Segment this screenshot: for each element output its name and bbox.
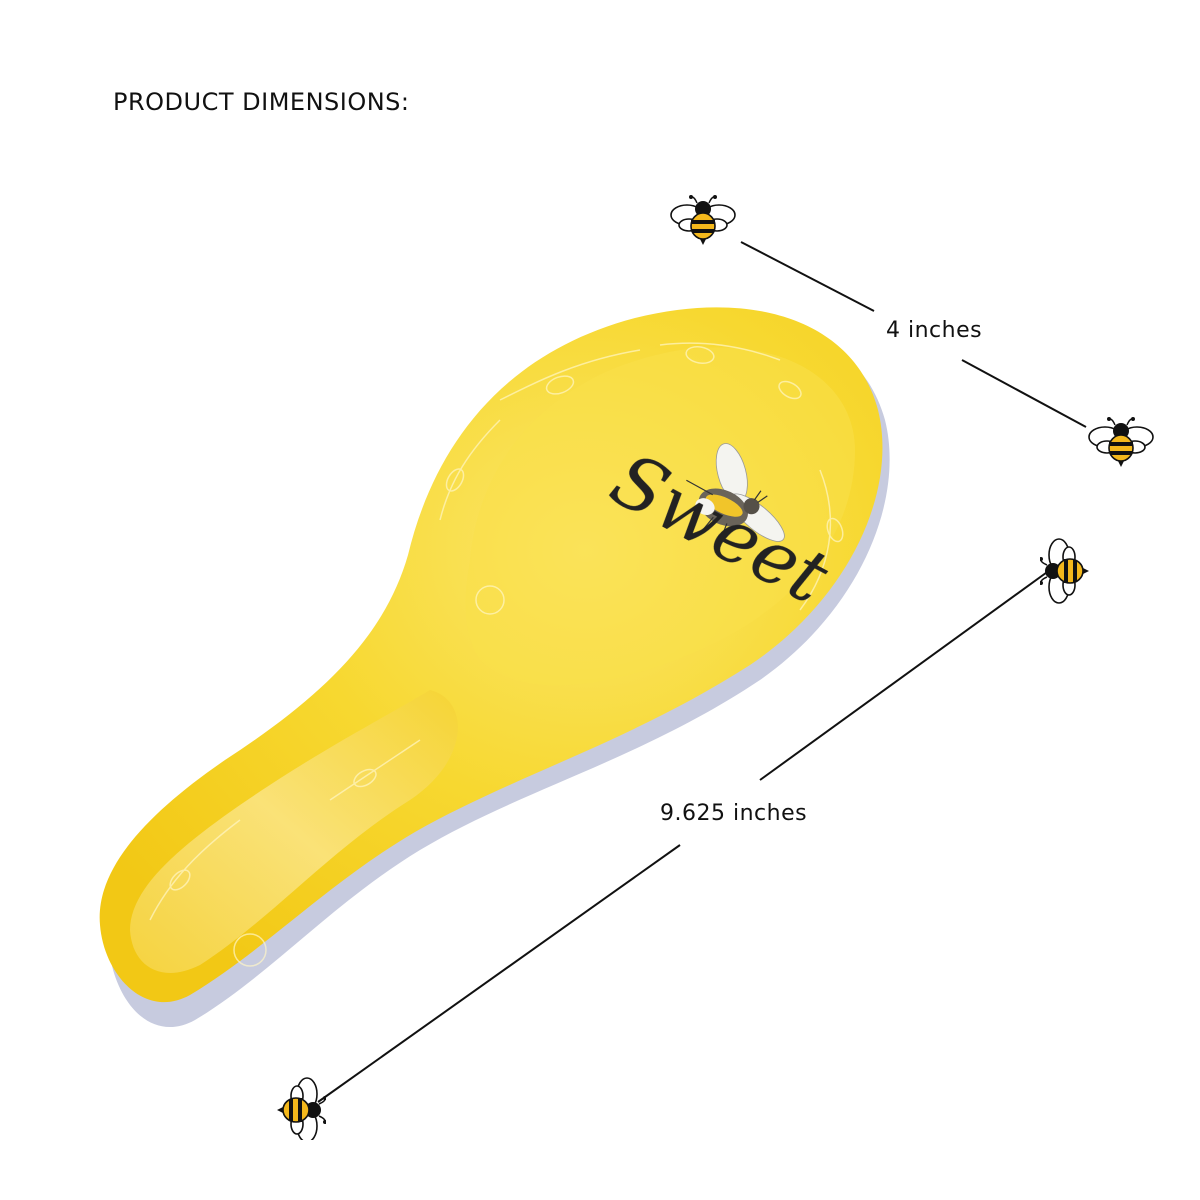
bee-icon-bottom-left [277,1077,326,1140]
painted-bee-icon [686,443,785,542]
bee-icon-upper-right [1040,538,1089,604]
width-dimension-line [740,241,1087,428]
spoon-bowl-inner [465,347,855,686]
spoon-handle-inner [130,690,458,973]
floral-pattern [149,342,844,967]
length-dimension-line [317,569,1051,1103]
bee-icon-top-left [670,195,736,245]
bee-icon-right [1088,417,1154,467]
product-dimensions-heading: PRODUCT DIMENSIONS: [113,88,410,116]
length-dimension-label: 9.625 inches [660,801,808,826]
width-dimension-label: 4 inches [886,318,983,343]
spoon-rest [99,307,890,1028]
